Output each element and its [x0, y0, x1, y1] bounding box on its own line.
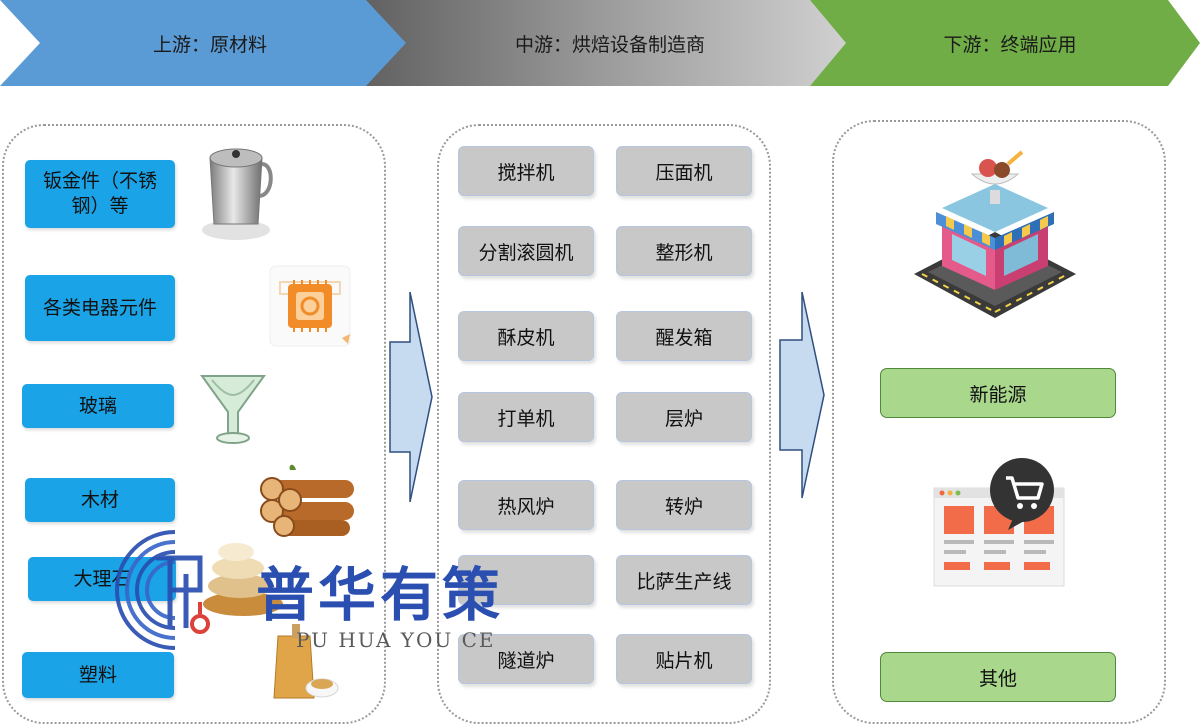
wood-logs-icon — [260, 464, 354, 537]
equipment-item: 比萨生产线 — [616, 555, 752, 605]
downstream-chevron — [790, 0, 1200, 86]
watermark-name: 普华有策 — [256, 561, 505, 629]
material-sheet-metal: 钣金件（不锈钢）等 — [25, 160, 175, 228]
upstream-chevron — [0, 0, 406, 86]
marble-icon — [203, 543, 283, 616]
flow-arrow-2 — [779, 291, 825, 499]
equipment-item: 酥皮机 — [458, 311, 594, 361]
equipment-item: 热风炉 — [458, 480, 594, 530]
upstream-title: 上游：原材料 — [152, 33, 267, 56]
equipment-item: 转炉 — [616, 480, 752, 530]
material-glass: 玻璃 — [22, 384, 174, 428]
equipment-item: 搅拌机 — [458, 146, 594, 196]
downstream-title: 下游：终端应用 — [943, 33, 1077, 56]
application-other: 其他 — [880, 652, 1116, 702]
plastic-bag-icon — [273, 624, 339, 699]
chip-icon — [269, 265, 351, 347]
equipment-item: 隧道炉 — [458, 634, 594, 684]
header-band — [0, 0, 1200, 86]
equipment-item: 分割滚圆机 — [458, 226, 594, 276]
watermark-pinyin: PU HUA YOU CE — [296, 628, 496, 652]
equipment-item — [458, 555, 594, 605]
flow-arrow-1 — [389, 291, 433, 503]
glass-icon — [200, 375, 266, 444]
material-electrical-components: 各类电器元件 — [25, 275, 175, 341]
store-icon — [914, 150, 1076, 318]
application-new-energy: 新能源 — [880, 368, 1116, 418]
equipment-item: 贴片机 — [616, 634, 752, 684]
equipment-item: 压面机 — [616, 146, 752, 196]
equipment-item: 打单机 — [458, 392, 594, 442]
midstream-title: 中游：烘焙设备制造商 — [514, 33, 705, 56]
midstream-chevron — [352, 0, 846, 86]
material-plastic: 塑料 — [22, 652, 174, 698]
steel-kettle-icon — [202, 148, 273, 240]
equipment-item: 整形机 — [616, 226, 752, 276]
equipment-item: 层炉 — [616, 392, 752, 442]
watermark-logo-icon — [115, 530, 210, 650]
equipment-item: 醒发箱 — [616, 311, 752, 361]
ecommerce-cart-icon — [933, 458, 1065, 587]
material-wood: 木材 — [25, 478, 175, 522]
